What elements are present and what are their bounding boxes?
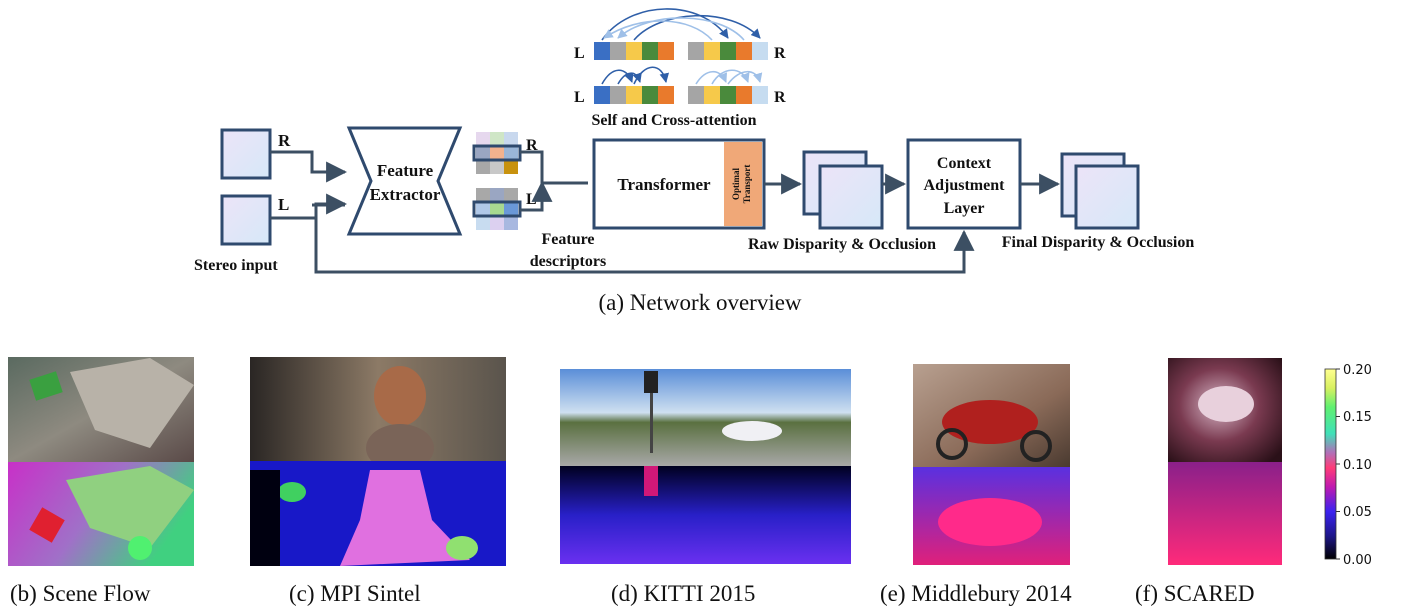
feature-descriptors-right — [472, 132, 522, 174]
feature-descriptors-label-2: descriptors — [530, 253, 606, 270]
scene-flow-disparity-object — [29, 507, 65, 543]
dataset-caption-scared: (f) SCARED — [1135, 581, 1254, 606]
kitti-disparity — [560, 466, 851, 564]
colorbar-tick-label: 0.00 — [1343, 553, 1372, 568]
arrow-right-to-extractor — [270, 150, 348, 183]
scared-image-tissue — [1198, 386, 1254, 422]
attention-row1-left-label: L — [574, 45, 585, 62]
context-adjustment-label-2: Adjustment — [924, 177, 1006, 194]
colorbar: 0.20 0.15 0.10 0.05 0.00 — [1324, 363, 1372, 568]
self-attention-arc — [633, 66, 670, 85]
cross-attention-arc — [603, 20, 713, 41]
input-left-image — [220, 194, 272, 246]
sintel-disparity-figure — [340, 470, 470, 566]
dataset-caption-kitti: (d) KITTI 2015 — [611, 581, 755, 606]
kitti-disparity-pole — [644, 466, 658, 496]
sintel-example — [250, 357, 506, 566]
kitti-image — [560, 369, 851, 466]
token-row-1-left — [594, 42, 674, 60]
input-right-label: R — [278, 131, 291, 150]
network-caption: (a) Network overview — [598, 290, 801, 315]
token-row-2-right — [688, 86, 768, 104]
arrow-descriptors-to-transformer — [520, 150, 588, 212]
sintel-disparity-occlusion — [250, 470, 280, 566]
scene-flow-example — [8, 357, 194, 566]
cross-attention-arc — [617, 17, 745, 41]
middlebury-image-wheel — [1020, 430, 1052, 462]
middlebury-image-motorbike — [942, 400, 1038, 444]
sintel-image-figure — [366, 424, 434, 472]
feature-descriptors-left — [472, 188, 522, 230]
self-attention-arc — [711, 69, 750, 85]
attention-tokens: L R L R — [574, 8, 786, 106]
descriptor-left-label: L — [526, 191, 537, 208]
context-adjustment-label-3: Layer — [944, 200, 985, 217]
feature-descriptors-label-1: Feature — [541, 231, 594, 248]
middlebury-example — [913, 364, 1070, 565]
input-left-label: L — [278, 195, 289, 214]
middlebury-image-wheel — [936, 428, 968, 460]
cross-attention-arc — [633, 14, 761, 41]
feature-extractor-label-1: Feature — [377, 161, 434, 180]
optimal-transport-block — [724, 142, 762, 226]
sintel-disparity-figure — [446, 536, 478, 560]
scared-disparity — [1168, 462, 1282, 565]
dataset-caption-scene-flow: (b) Scene Flow — [10, 581, 151, 606]
raw-occlusion-map — [818, 164, 884, 230]
input-right-image — [220, 128, 272, 180]
attention-row2-right-label: R — [774, 89, 786, 106]
token-row-1-right — [688, 42, 768, 60]
kitti-example — [560, 369, 851, 564]
kitti-image-pole — [650, 393, 653, 453]
optimal-transport-label-1: Optimal — [731, 168, 741, 201]
dataset-caption-middlebury: (e) Middlebury 2014 — [880, 581, 1072, 606]
scene-flow-image-object — [29, 371, 63, 401]
colorbar-tick-label: 0.20 — [1343, 363, 1372, 378]
sintel-image-figure — [374, 366, 426, 426]
attention-row2-left-label: L — [574, 89, 585, 106]
scared-example — [1168, 358, 1282, 565]
final-occlusion-map — [1074, 164, 1140, 230]
optimal-transport-label-2: Transport — [742, 165, 752, 204]
scene-flow-disparity-object — [128, 536, 152, 560]
attention-row1-right-label: R — [774, 45, 786, 62]
sintel-disparity-figure — [278, 482, 306, 502]
colorbar-tick-label: 0.15 — [1343, 410, 1372, 425]
feature-extractor-outline — [346, 126, 463, 236]
self-attention-arc — [617, 72, 642, 85]
kitti-image-traffic-light — [644, 371, 658, 393]
token-row-2-left — [594, 86, 674, 104]
colorbar-tick-label: 0.10 — [1343, 458, 1372, 473]
raw-output-label: Raw Disparity & Occlusion — [748, 236, 936, 253]
colorbar-tick-label: 0.05 — [1343, 505, 1372, 520]
context-adjustment-label-1: Context — [937, 155, 992, 172]
scene-flow-image-object — [70, 358, 194, 448]
colorbar-gradient — [1324, 368, 1337, 560]
final-output-label: Final Disparity & Occlusion — [1002, 234, 1195, 251]
dataset-caption-sintel: (c) MPI Sintel — [289, 581, 421, 606]
skip-connection-arrow — [314, 218, 975, 274]
self-attention-arc — [727, 70, 763, 85]
transformer-label: Transformer — [617, 175, 711, 194]
self-attention-arc — [601, 69, 634, 85]
stereo-input-label: Stereo input — [194, 257, 278, 274]
feature-extractor-label-2: Extractor — [370, 185, 441, 204]
kitti-image-car — [722, 421, 782, 441]
scene-flow-disparity-object — [66, 466, 194, 548]
attention-label: Self and Cross-attention — [591, 112, 756, 129]
middlebury-disparity-motorbike — [938, 498, 1042, 546]
arrow-left-joint — [290, 193, 348, 220]
descriptor-right-label: R — [526, 137, 538, 154]
self-attention-arc — [695, 70, 728, 85]
cross-attention-arc — [601, 8, 729, 41]
